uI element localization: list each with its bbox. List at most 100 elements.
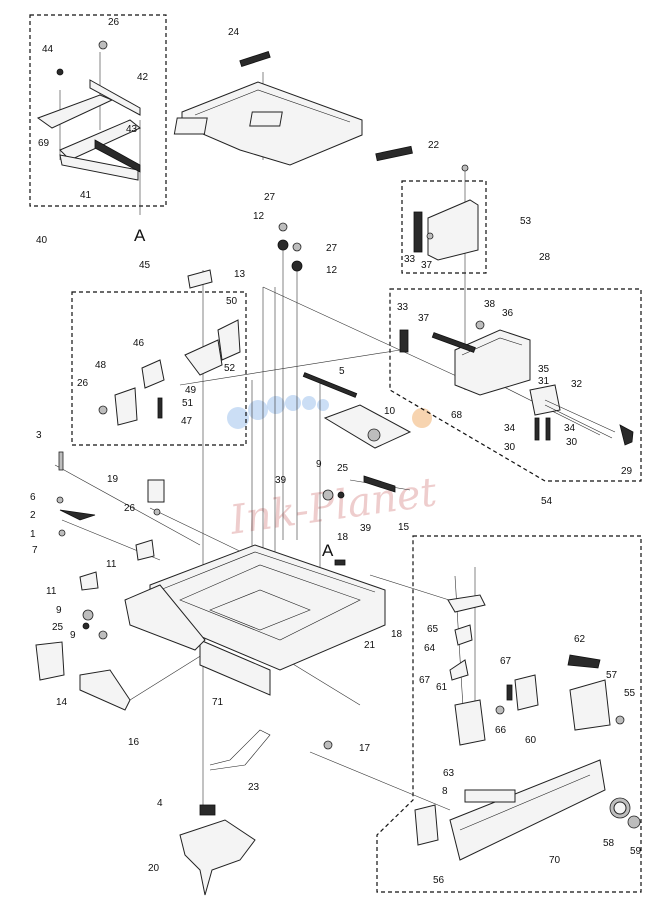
part-20 [179,819,256,896]
callout-34: 34 [504,423,516,434]
callout-63: 63 [443,768,455,779]
callout-67: 67 [419,675,431,686]
callout-13: 13 [234,269,246,280]
callout-25: 25 [337,463,349,474]
callout-10: 10 [384,406,396,417]
callout-3: 3 [36,430,42,441]
callout-66: 66 [495,725,507,736]
callout-45: 45 [139,260,151,271]
callout-1: 1 [30,529,36,540]
callout-43: 43 [126,124,138,135]
callout-23: 23 [248,782,260,793]
callout-39: 39 [275,475,287,486]
callout-27: 27 [326,243,338,254]
callout-17: 17 [359,743,371,754]
callout-33: 33 [404,254,416,265]
callout-15: 15 [398,522,410,533]
tray-base [124,544,386,696]
part-24-cover [173,51,363,166]
callout-22: 22 [428,140,440,151]
group-45-parts [98,269,241,426]
callout-44: 44 [42,44,54,55]
group-53-parts [413,164,479,261]
callout-69: 69 [38,138,50,149]
callout-68: 68 [451,410,463,421]
callout-33: 33 [397,302,409,313]
callout-25: 25 [52,622,64,633]
callout-60: 60 [525,735,537,746]
callout-46: 46 [133,338,145,349]
callout-48: 48 [95,360,107,371]
part-5 [302,372,358,398]
callout-71: 71 [212,697,224,708]
group-40-parts [36,40,141,181]
callout-18: 18 [391,629,403,640]
callout-26: 26 [124,503,136,514]
callout-62: 62 [574,634,586,645]
group-28-parts [399,320,634,446]
callout-47: 47 [181,416,193,427]
callout-18: 18 [337,532,349,543]
callout-37: 37 [421,260,433,271]
callout-31: 31 [538,376,550,387]
callout-14: 14 [56,697,68,708]
callout-8: 8 [442,786,448,797]
callout-50: 50 [226,296,238,307]
callout-42: 42 [137,72,149,83]
callout-56: 56 [433,875,445,886]
callout-5: 5 [339,366,345,377]
part-22 [375,145,413,162]
screws-27-12 [277,222,303,272]
callout-12: 12 [326,265,338,276]
callout-11: 11 [106,559,117,570]
callout-35: 35 [538,364,550,375]
callout-70: 70 [549,855,561,866]
part-23 [209,729,271,771]
callout-12: 12 [253,211,265,222]
part-15 [363,475,396,493]
callout-34: 34 [564,423,576,434]
group-box-53 [401,180,487,274]
callout-9: 9 [316,459,322,470]
callout-labels: 26 44 42 69 43 41 40 A 24 22 53 33 37 27… [30,17,642,886]
callout-30: 30 [504,442,516,453]
callout-40: 40 [36,235,48,246]
callout-65: 65 [427,624,439,635]
callout-29: 29 [621,466,633,477]
group-box-40 [29,14,167,207]
group-boxes [29,14,642,893]
callout-54: 54 [541,496,553,507]
callout-28: 28 [539,252,551,263]
callout-26: 26 [108,17,120,28]
callout-57: 57 [606,670,618,681]
callout-20: 20 [148,863,160,874]
callout-58: 58 [603,838,615,849]
callout-32: 32 [571,379,583,390]
callout-A: A [322,541,334,560]
callout-52: 52 [224,363,236,374]
group-box-28 [389,288,642,482]
part-4 [199,804,216,816]
left-side-parts [35,451,165,711]
callout-6: 6 [30,492,36,503]
callout-16: 16 [128,737,140,748]
callout-55: 55 [624,688,636,699]
callout-53: 53 [520,216,532,227]
callout-59: 59 [630,846,642,857]
callout-41: 41 [80,190,92,201]
callout-27: 27 [264,192,276,203]
callout-4: 4 [157,798,163,809]
callout-49: 49 [185,385,197,396]
callout-37: 37 [418,313,430,324]
callout-19: 19 [107,474,119,485]
callout-7: 7 [32,545,38,556]
group-54-parts [414,594,641,861]
callout-30: 30 [566,437,578,448]
callout-26: 26 [77,378,89,389]
callout-39: 39 [360,523,372,534]
callout-64: 64 [424,643,436,654]
callout-38: 38 [484,299,496,310]
callout-67: 67 [500,656,512,667]
group-box-54 [376,535,642,893]
